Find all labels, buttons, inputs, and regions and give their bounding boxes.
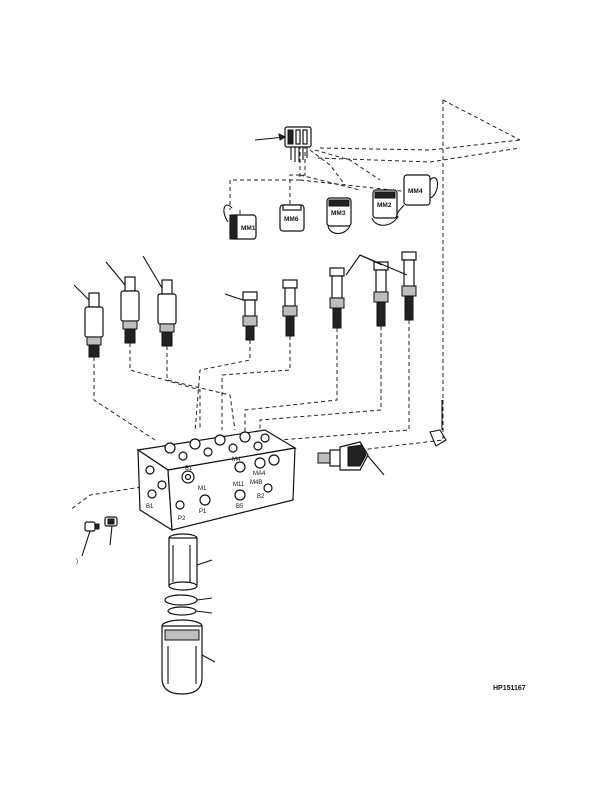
callout-leader [345,254,361,276]
o-ring-2 [167,606,197,616]
relief-valve-2 [105,261,140,344]
callout-leader [201,654,216,663]
relief-valve-3 [142,255,177,347]
port-label: P2 [178,516,186,522]
coil-label-mm2: MM2 [377,202,392,209]
callout-leader [359,254,408,276]
coil-mm1: MM1 [223,204,257,240]
callout-leader [367,455,385,476]
callout-leader [224,293,244,301]
callout-leader [142,255,163,289]
filter-assembly [161,533,216,695]
callout-leader [195,610,213,614]
flow-lines [69,320,444,511]
filter-element [168,533,213,591]
o-ring-1 [164,594,198,606]
callout-leader [196,559,213,566]
port-label: M11 [233,482,245,488]
figure-id: HP151167 [493,685,526,692]
callout-fragment: ) [76,559,78,565]
cartridge-valve-2 [282,279,298,337]
coil-label-mm6: MM6 [284,216,299,223]
cartridge-valve-1 [224,291,258,341]
coil-mm6: MM6 [279,204,305,232]
port-label: M4B [250,480,262,486]
plugs: ) [76,516,118,565]
filter-bowl [161,619,216,695]
coil-label-mm3: MM3 [331,210,346,217]
relief-valve-1 [73,284,104,358]
manifold-block: B1 M4 MA4 M1 P1 B5 B2 P2 M11 M4B B1 [136,429,297,532]
callout-leader [73,284,90,301]
port-label: MA4 [253,471,266,477]
harness-connector [254,126,312,162]
callout-leader [105,261,126,286]
relief-valves [73,255,177,358]
callout-leader [196,597,213,601]
port-label: M4 [232,457,241,463]
coil-mm3: MM3 [326,197,352,235]
port-label: B5 [236,504,244,510]
cartridge-valves [224,251,417,341]
arrowhead [278,133,287,141]
port-label: P1 [199,509,207,515]
wiring-harness [229,99,521,400]
callout-leader [81,530,91,557]
cartridge-valve-4 [373,261,389,327]
cartridge-valve-3 [329,267,345,329]
coil-label-mm1: MM1 [241,225,256,232]
port-label: B1 [185,466,193,472]
port-label: B2 [257,494,265,500]
coil-mm4: MM4 [396,174,439,219]
solenoid-coils: MM1 MM6 MM3 MM2 MM4 [223,174,439,240]
callout-leader [109,525,113,546]
manifold-front-face [167,447,296,531]
coil-mm2: MM2 [371,189,399,226]
cartridge-valve-5 [401,251,417,321]
coil-label-mm4: MM4 [408,188,423,195]
port-label: B1 [146,504,154,510]
port-label: M1 [198,486,207,492]
pressure-sensor [317,400,447,476]
